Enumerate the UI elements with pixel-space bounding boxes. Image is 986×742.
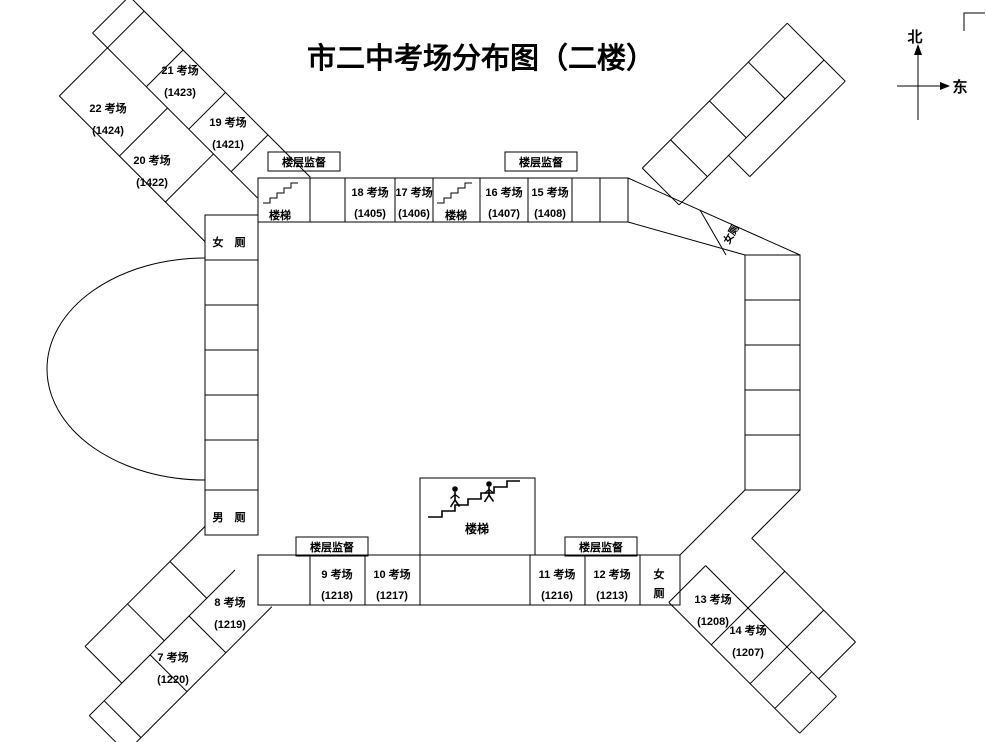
person-icon: [449, 485, 461, 508]
room-16-number: (1407): [488, 208, 520, 220]
room-21-number: (1423): [164, 87, 196, 99]
room-9-number: (1218): [321, 590, 353, 602]
room-10-label: 10 考场: [373, 567, 410, 581]
semicircle-structure: [46, 257, 206, 481]
stairs-label-central: 楼梯: [465, 521, 489, 536]
central-stairs: 楼梯: [419, 477, 536, 556]
women-toilet-label-diag: 女厕: [720, 222, 741, 246]
person-icon: [483, 480, 495, 503]
supervisor-label: 楼层监督: [282, 155, 326, 169]
room-11-label: 11 考场: [539, 567, 576, 581]
compass-east-label: 东: [952, 78, 967, 96]
southeast-corridor: [679, 489, 801, 556]
ne-wing: [641, 22, 846, 206]
room-22-label: 22 考场: [89, 101, 126, 115]
compass: 北 东: [897, 12, 985, 120]
sw-wing: 8 考场 (1219) 7 考场 (1220): [84, 525, 273, 742]
right-room-strip: [744, 254, 801, 491]
supervisor-boxes-top: 楼层监督 楼层监督: [267, 151, 578, 172]
stairs-label-mid: 楼梯: [445, 208, 467, 222]
room-20-label: 20 考场: [133, 153, 170, 167]
supervisor-label: 楼层监督: [519, 155, 563, 169]
room-19-number: (1421): [212, 139, 244, 151]
room-7-number: (1220): [157, 674, 189, 686]
room-13-label: 13 考场: [694, 592, 731, 606]
stairs-icon: [437, 182, 472, 204]
north-arrow-icon: [914, 44, 922, 55]
compass-north-label: 北: [907, 29, 922, 46]
room-8-label: 8 考场: [214, 595, 245, 609]
northeast-corridor: 女厕: [627, 177, 801, 256]
room-14-label: 14 考场: [729, 623, 766, 637]
room-14-number: (1207): [732, 647, 764, 659]
room-17-label: 17 考场: [395, 185, 432, 199]
women-toilet-label-bottom: 女: [654, 567, 665, 581]
left-room-strip: 女 厕 男 厕: [204, 214, 259, 536]
women-toilet-label-bottom: 厕: [654, 587, 665, 600]
room-7-label: 7 考场: [157, 650, 188, 664]
stairs-icon: [263, 182, 298, 204]
room-12-label: 12 考场: [593, 567, 630, 581]
bottom-room-strip: 9 考场 (1218) 10 考场 (1217) 11 考场 (1216) 12…: [257, 554, 681, 606]
supervisor-label: 楼层监督: [310, 540, 354, 554]
room-19-label: 19 考场: [209, 115, 246, 129]
room-9-label: 9 考场: [321, 567, 352, 581]
page-title: 市二中考场分布图（二楼）: [307, 41, 655, 75]
room-22-number: (1424): [92, 125, 124, 137]
stairs-label-left: 楼梯: [269, 208, 291, 222]
room-18-number: (1405): [354, 208, 386, 220]
women-toilet-label: 女 厕: [212, 235, 249, 249]
room-10-number: (1217): [376, 590, 408, 602]
room-16-label: 16 考场: [485, 185, 522, 199]
room-12-number: (1213): [596, 590, 628, 602]
top-room-strip: 楼梯 楼梯 18 考场 (1405) 17 考场 (1406) 16 考场 (1…: [257, 177, 629, 223]
se-wing: 13 考场 (1208) 14 考场 (1207): [668, 537, 856, 734]
supervisor-label: 楼层监督: [579, 540, 623, 554]
nw-wing: 21 考场 (1423) 22 考场 (1424) 20 考场 (1422) 1…: [58, 0, 311, 242]
room-15-label: 15 考场: [531, 185, 568, 199]
room-15-number: (1408): [534, 208, 566, 220]
room-11-number: (1216): [541, 590, 573, 602]
stairs-steps-icon: [428, 480, 520, 518]
room-20-number: (1422): [136, 177, 168, 189]
east-arrow-icon: [940, 82, 950, 90]
room-8-number: (1219): [214, 619, 246, 631]
corner-mark-icon: [963, 12, 985, 31]
men-toilet-label: 男 厕: [212, 511, 249, 524]
room-18-label: 18 考场: [351, 185, 388, 199]
room-13-number: (1208): [697, 616, 729, 628]
supervisor-boxes-bottom: 楼层监督 楼层监督: [295, 536, 638, 557]
room-21-label: 21 考场: [161, 63, 198, 77]
room-17-number: (1406): [398, 208, 430, 220]
